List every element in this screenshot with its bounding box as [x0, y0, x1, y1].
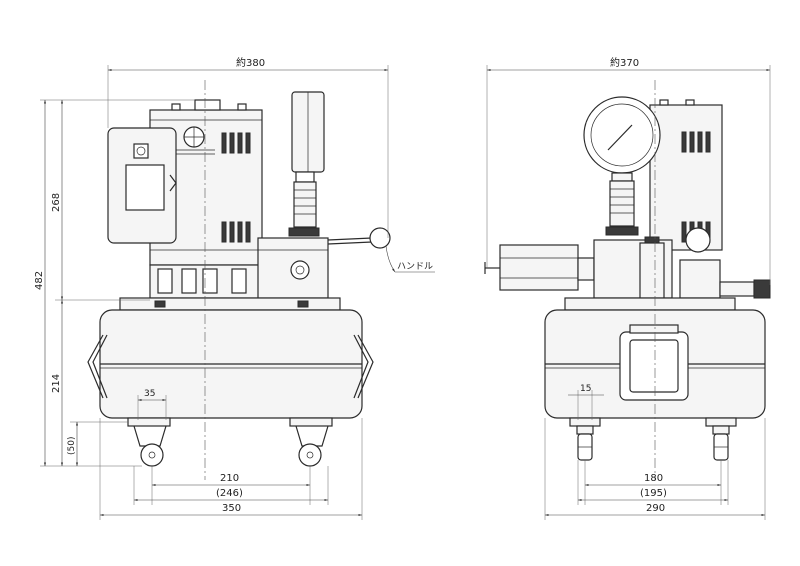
dim-caster-width: 35	[144, 389, 155, 399]
side-view	[484, 80, 771, 480]
front-handle-lever	[327, 237, 373, 241]
dim-side-base-width: 290	[646, 503, 665, 514]
front-view: ハンドル	[87, 80, 435, 480]
dim-caster-overall: (246)	[216, 488, 243, 499]
front-cooling-slots-bottom	[221, 221, 251, 243]
dim-front-base-width: 350	[222, 503, 241, 514]
dim-front-upper-height: 268	[51, 193, 62, 212]
side-gauge-stem	[609, 180, 635, 227]
front-latch	[169, 174, 177, 192]
side-caster-left	[569, 417, 601, 461]
front-caster-left	[127, 417, 171, 467]
dim-front-width-top: 約380	[236, 56, 265, 69]
dim-caster-pitch: 210	[220, 473, 239, 484]
front-gauge-neck	[295, 171, 315, 183]
side-gauge-needle	[607, 124, 633, 151]
side-coupler	[719, 281, 755, 297]
front-cooling-slots-top	[221, 132, 251, 154]
front-control-panel	[125, 164, 165, 211]
front-gauge-nut	[288, 227, 320, 237]
dim-side-caster-width: 15	[580, 384, 591, 394]
front-valve-block	[257, 237, 329, 299]
front-valve-port	[290, 260, 310, 280]
front-motor-bolt	[171, 103, 181, 111]
side-top-plate	[564, 297, 736, 311]
dim-side-caster-pitch: 180	[644, 473, 663, 484]
front-dimensions: 約380 482 268 214 (50) 35 210 (246)	[34, 56, 389, 520]
dim-front-total-height: 482	[34, 271, 45, 290]
side-small-gauge	[685, 227, 711, 253]
front-tank-handle-right	[357, 334, 374, 399]
front-tank-handle-left	[87, 334, 104, 399]
front-gauge-stem	[293, 181, 317, 228]
front-motor-bolt-right	[237, 103, 247, 111]
side-caster-right	[705, 417, 737, 461]
dim-caster-height: (50)	[67, 437, 77, 455]
front-pump-slots	[157, 268, 247, 294]
front-switch	[133, 143, 149, 159]
handle-label: ハンドル	[397, 262, 433, 272]
front-motor-cap	[194, 99, 221, 111]
side-solenoid-valve	[499, 244, 579, 291]
dim-side-width-top: 約370	[610, 56, 639, 69]
dim-front-lower-height: 214	[51, 374, 62, 393]
front-handle-knob	[369, 227, 391, 249]
side-dimensions: 約370 15 180 (195) 290	[486, 56, 771, 520]
front-caster-right	[289, 417, 333, 467]
side-cooling-slots-top	[681, 131, 711, 153]
dim-side-caster-overall: (195)	[640, 488, 667, 499]
